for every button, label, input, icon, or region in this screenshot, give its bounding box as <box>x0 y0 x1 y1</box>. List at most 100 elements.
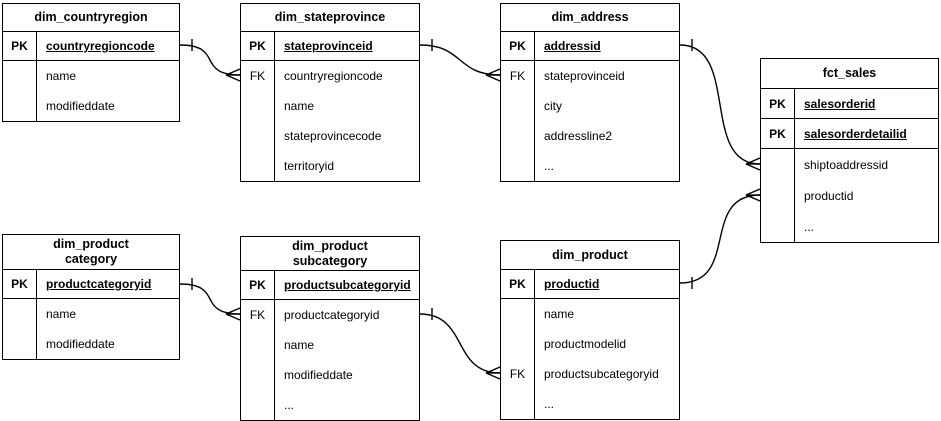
table-row: productid <box>761 180 938 211</box>
crows-foot-marker <box>485 366 501 374</box>
table-row: PK salesorderid <box>761 89 938 119</box>
field-addressline2: addressline2 <box>544 129 613 143</box>
crows-foot-marker <box>745 188 761 196</box>
table-row: name <box>241 330 419 360</box>
field-productid: productid <box>544 277 600 291</box>
fk-badge: FK <box>501 359 535 389</box>
key-cell <box>241 390 275 420</box>
field-salesorderid: salesorderid <box>804 96 876 111</box>
table-row: FK productcategoryid <box>241 300 419 330</box>
table-row: city <box>501 91 679 121</box>
crows-foot-marker <box>225 68 241 76</box>
table-row: PK stateprovinceid <box>241 32 419 61</box>
key-cell <box>501 121 535 151</box>
table-row: ... <box>501 151 679 181</box>
table-row: modifieddate <box>3 91 179 121</box>
crows-foot-marker <box>485 68 501 76</box>
entity-title: dim_product <box>501 241 679 270</box>
key-cell <box>241 91 275 121</box>
table-row: PK addressid <box>501 32 679 61</box>
table-row: stateprovincecode <box>241 121 419 151</box>
table-row: PK productsubcategoryid <box>241 271 419 300</box>
field-ellipsis: ... <box>544 397 555 411</box>
field-ellipsis: ... <box>544 159 555 173</box>
entity-title: dim_countryregion <box>3 4 179 32</box>
field-name: name <box>544 307 575 321</box>
field-productid: productid <box>804 188 854 203</box>
field-productsubcategoryid: productsubcategoryid <box>544 367 659 381</box>
fk-badge: FK <box>241 61 275 91</box>
connector-subcategory-product[interactable] <box>419 308 501 380</box>
fk-badge: FK <box>501 61 535 91</box>
field-ellipsis: ... <box>284 398 295 412</box>
field-productsubcategoryid: productsubcategoryid <box>284 278 411 292</box>
table-row: FK stateprovinceid <box>501 61 679 91</box>
connector-countryregion-stateprovince[interactable] <box>179 39 241 82</box>
key-cell <box>501 151 535 181</box>
key-cell <box>761 149 795 180</box>
field-modifieddate: modifieddate <box>46 337 115 351</box>
field-salesorderdetailid: salesorderdetailid <box>804 126 907 141</box>
key-cell <box>501 299 535 329</box>
field-modifieddate: modifieddate <box>284 368 353 382</box>
pk-badge: PK <box>3 32 37 60</box>
entity-dim-product-category[interactable]: dim_product category PK productcategoryi… <box>2 234 180 360</box>
key-cell <box>501 389 535 419</box>
table-row: FK productsubcategoryid <box>501 359 679 389</box>
entity-title: dim_address <box>501 4 679 32</box>
field-name: name <box>46 69 77 83</box>
connector-address-fctsales[interactable] <box>679 39 761 171</box>
table-row: territoryid <box>241 151 419 181</box>
key-cell <box>3 299 37 329</box>
field-city: city <box>544 99 562 113</box>
key-cell <box>3 329 37 359</box>
crows-foot-marker <box>745 157 761 165</box>
crows-foot-marker <box>225 307 241 315</box>
entity-dim-countryregion[interactable]: dim_countryregion PK countryregioncode n… <box>2 3 180 122</box>
connector-product-fctsales[interactable] <box>679 188 761 289</box>
pk-badge: PK <box>761 89 795 118</box>
table-row: name <box>501 299 679 329</box>
entity-title: dim_product subcategory <box>241 237 419 271</box>
entity-title: dim_product category <box>3 235 179 270</box>
entity-dim-stateprovince[interactable]: dim_stateprovince PK stateprovinceid FK … <box>240 3 420 182</box>
pk-badge: PK <box>3 270 37 298</box>
entity-dim-product-subcategory[interactable]: dim_product subcategory PK productsubcat… <box>240 236 420 421</box>
entity-title: dim_stateprovince <box>241 4 419 32</box>
table-row: ... <box>241 390 419 420</box>
pk-badge: PK <box>501 270 535 298</box>
field-territoryid: territoryid <box>284 159 335 173</box>
key-cell <box>3 91 37 121</box>
entity-dim-address[interactable]: dim_address PK addressid FK stateprovinc… <box>500 3 680 182</box>
entity-dim-product[interactable]: dim_product PK productid name productmod… <box>500 240 680 420</box>
table-row: PK productcategoryid <box>3 270 179 299</box>
field-name: name <box>284 99 315 113</box>
table-row: name <box>241 91 419 121</box>
pk-badge: PK <box>241 271 275 299</box>
table-row: PK productid <box>501 270 679 299</box>
entity-title: fct_sales <box>761 59 938 89</box>
field-countryregioncode: countryregioncode <box>46 39 155 53</box>
key-cell <box>241 360 275 390</box>
field-stateprovinceid: stateprovinceid <box>284 39 373 53</box>
field-countryregioncode: countryregioncode <box>284 69 383 83</box>
table-row: modifieddate <box>241 360 419 390</box>
field-modifieddate: modifieddate <box>46 99 115 113</box>
entity-fct-sales[interactable]: fct_sales PK salesorderid PK salesorderd… <box>760 58 939 243</box>
table-row: PK salesorderdetailid <box>761 119 938 149</box>
field-name: name <box>46 307 77 321</box>
key-cell <box>241 151 275 181</box>
field-stateprovinceid: stateprovinceid <box>544 69 625 83</box>
connector-category-subcategory[interactable] <box>179 278 241 321</box>
field-stateprovincecode: stateprovincecode <box>284 129 382 143</box>
field-ellipsis: ... <box>804 219 815 234</box>
field-name: name <box>284 338 315 352</box>
key-cell <box>241 121 275 151</box>
table-row: FK countryregioncode <box>241 61 419 91</box>
field-shiptoaddressid: shiptoaddressid <box>804 157 889 172</box>
table-row: modifieddate <box>3 329 179 359</box>
table-row: PK countryregioncode <box>3 32 179 61</box>
field-productcategoryid: productcategoryid <box>46 277 152 291</box>
connector-stateprovince-address[interactable] <box>419 39 501 82</box>
